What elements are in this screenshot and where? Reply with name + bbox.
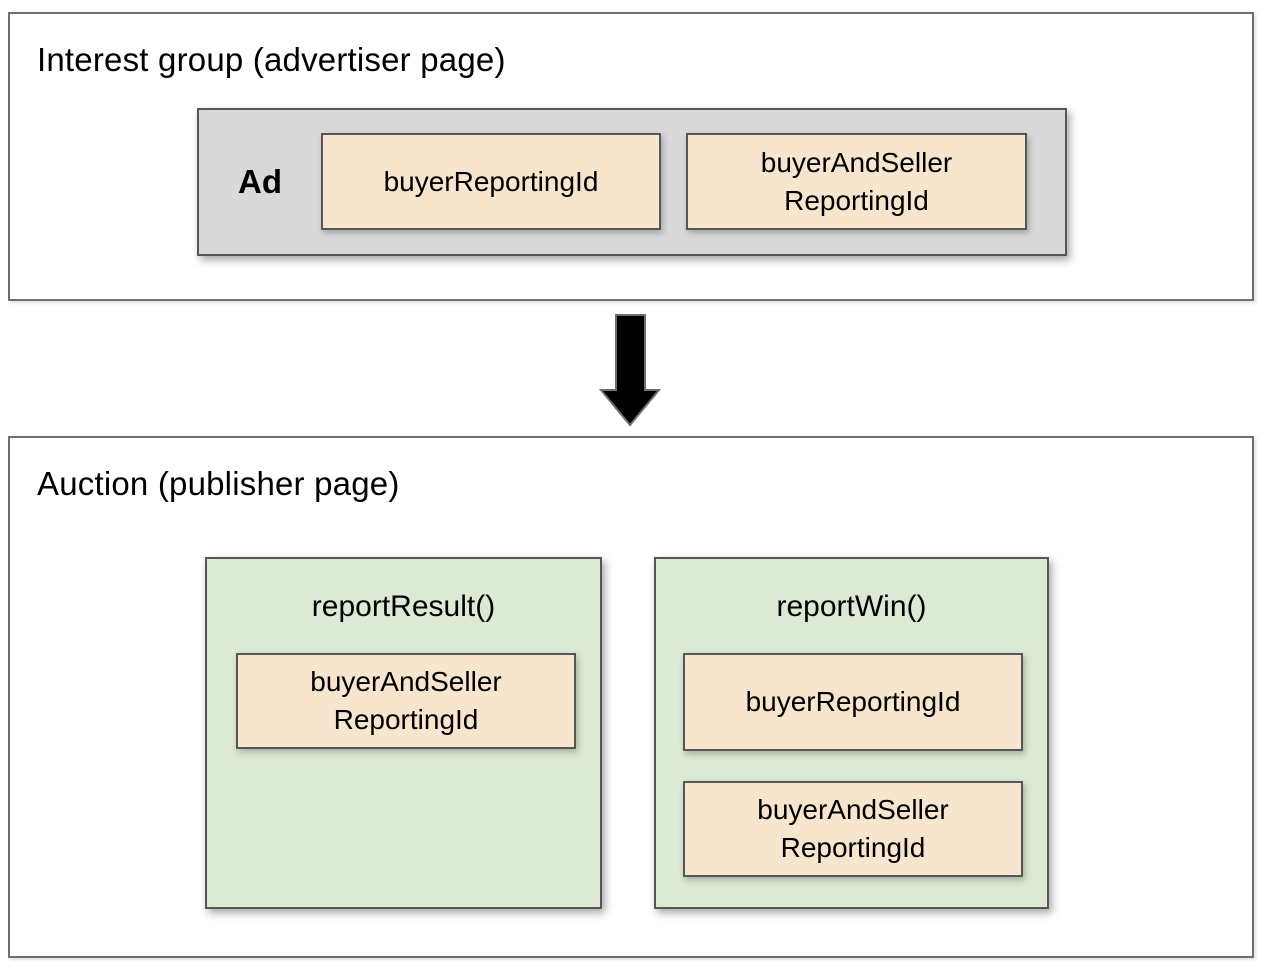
interest-group-title: Interest group (advertiser page)	[37, 41, 506, 78]
chip-label-line1: buyerAndSeller	[310, 666, 502, 697]
chip-label: buyerReportingId	[383, 165, 599, 197]
report-result-title: reportResult()	[311, 590, 496, 623]
interest-group-section: Interest group (advertiser page) Ad buye…	[8, 12, 1254, 301]
chip-label-line2: ReportingId	[780, 832, 926, 863]
chip-label: buyerReportingId	[745, 686, 961, 717]
down-arrow-icon	[595, 312, 665, 430]
buyer-and-seller-reporting-id-chip: buyerAndSeller ReportingId	[686, 133, 1027, 230]
report-result-box: reportResult() buyerAndSeller ReportingI…	[205, 557, 602, 909]
buyer-reporting-id-chip: buyerReportingId	[321, 133, 661, 230]
chip-label-line2: ReportingId	[333, 704, 479, 735]
chip-label-line1: buyerAndSeller	[760, 146, 953, 178]
buyer-reporting-id-chip: buyerReportingId	[683, 653, 1023, 751]
ad-container: Ad buyerReportingId buyerAndSeller Repor…	[197, 108, 1067, 256]
buyer-and-seller-reporting-id-chip: buyerAndSeller ReportingId	[683, 781, 1023, 877]
auction-section: Auction (publisher page) reportResult() …	[8, 436, 1254, 958]
report-win-title: reportWin()	[776, 590, 927, 623]
ad-label: Ad	[238, 163, 282, 200]
chip-label-line1: buyerAndSeller	[757, 794, 949, 825]
report-win-box: reportWin() buyerReportingId buyerAndSel…	[654, 557, 1049, 909]
buyer-and-seller-reporting-id-chip: buyerAndSeller ReportingId	[236, 653, 576, 749]
auction-title: Auction (publisher page)	[37, 465, 400, 502]
chip-label-line2: ReportingId	[784, 184, 929, 216]
